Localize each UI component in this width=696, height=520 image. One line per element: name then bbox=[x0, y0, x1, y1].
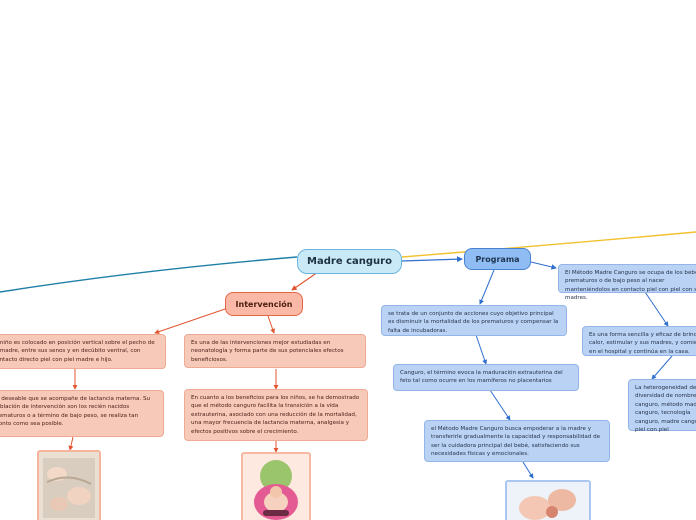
baby-incubator-icon bbox=[39, 452, 99, 520]
link-right-2-3 bbox=[651, 355, 673, 380]
link-programa-note1 bbox=[479, 269, 495, 305]
programa-label: Programa bbox=[475, 254, 520, 264]
right-note-1[interactable]: El Método Madre Canguro se ocupa de los … bbox=[558, 264, 696, 301]
intervencion-label: Intervención bbox=[235, 299, 293, 309]
link-root-yellow bbox=[401, 231, 696, 258]
right-note-3[interactable]: La heterogeneidad de la diversidad de no… bbox=[628, 379, 696, 433]
link-interv-center bbox=[267, 315, 275, 334]
intervencion-note-4[interactable]: En cuanto a los beneficios para los niño… bbox=[184, 389, 368, 441]
kangaroo-icon bbox=[243, 454, 309, 520]
baby-incubator-photo bbox=[37, 450, 101, 520]
link-note3-photo bbox=[522, 461, 534, 479]
intervencion-note-2[interactable]: Es deseable que se acompañe de lactancia… bbox=[0, 390, 164, 437]
right-note-2[interactable]: Es una forma sencilla y eficaz de brinda… bbox=[582, 326, 696, 356]
programa-node[interactable]: Programa bbox=[464, 248, 531, 270]
link-root-intervencion bbox=[291, 271, 319, 291]
link-note1-note2 bbox=[475, 334, 488, 365]
root-label: Madre canguro bbox=[307, 256, 392, 267]
programa-note-3-text: el Método Madre Canguro busca empoderar … bbox=[431, 426, 601, 458]
programa-note-2-text: Canguro, el término evoca la maduración … bbox=[400, 370, 563, 385]
intervencion-note-3[interactable]: Es una de las intervenciones mejor estud… bbox=[184, 334, 366, 368]
intervencion-note-4-text: En cuanto a los beneficios para los niño… bbox=[191, 395, 360, 435]
right-note-1-text: El Método Madre Canguro se ocupa de los … bbox=[565, 270, 696, 302]
programa-note-3[interactable]: el Método Madre Canguro busca empoderar … bbox=[424, 420, 610, 462]
link-root-programa bbox=[401, 256, 463, 263]
link-right-1-2 bbox=[644, 291, 669, 327]
intervencion-note-3-text: Es una de las intervenciones mejor estud… bbox=[191, 340, 344, 363]
programa-note-1[interactable]: se trata de un conjunto de acciones cuyo… bbox=[381, 305, 567, 336]
mother-baby-icon bbox=[507, 482, 589, 520]
programa-note-1-text: se trata de un conjunto de acciones cuyo… bbox=[388, 311, 559, 334]
link-root-left bbox=[0, 256, 298, 293]
link-left2-photo bbox=[68, 436, 74, 451]
intervencion-note-1[interactable]: El niño es colocado en posición vertical… bbox=[0, 334, 166, 369]
right-note-3-text: La heterogeneidad de la diversidad de no… bbox=[635, 385, 696, 433]
intervencion-note-2-text: Es deseable que se acompañe de lactancia… bbox=[0, 396, 151, 428]
intervencion-note-1-text: El niño es colocado en posición vertical… bbox=[0, 340, 155, 363]
programa-note-2[interactable]: Canguro, el término evoca la maduración … bbox=[393, 364, 579, 391]
right-note-2-text: Es una forma sencilla y eficaz de brinda… bbox=[589, 332, 696, 355]
link-programa-right bbox=[530, 261, 557, 270]
link-interv-left bbox=[154, 307, 229, 335]
root-node[interactable]: Madre canguro bbox=[297, 249, 402, 274]
kangaroo-illustration bbox=[241, 452, 311, 520]
intervencion-node[interactable]: Intervención bbox=[225, 292, 303, 316]
mother-baby-photo bbox=[505, 480, 591, 520]
link-note2-note3 bbox=[489, 389, 511, 421]
